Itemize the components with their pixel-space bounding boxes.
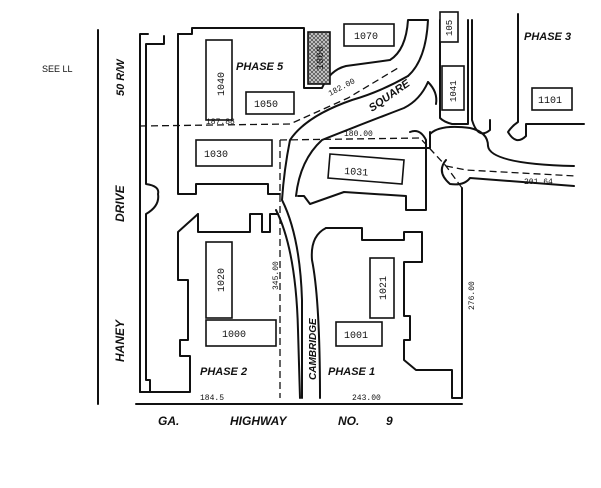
cambridge-street-west bbox=[275, 209, 301, 399]
building-1060[interactable]: 1060 bbox=[307, 31, 331, 85]
property-line-18788 bbox=[139, 67, 399, 127]
phase3-boundary-right bbox=[507, 13, 585, 142]
svg-text:1041: 1041 bbox=[449, 80, 459, 102]
square-street-curve-outer bbox=[281, 75, 409, 399]
svg-text:1070: 1070 bbox=[354, 32, 378, 43]
building-1070[interactable]: 1070 bbox=[343, 23, 395, 47]
cambridge-street-label: CAMBRIDGE bbox=[308, 318, 319, 380]
building-1021[interactable]: 1021 bbox=[369, 257, 395, 319]
svg-text:105: 105 bbox=[445, 20, 455, 36]
phase1-label: PHASE 1 bbox=[328, 366, 375, 378]
see-ll-label: SEE LL bbox=[42, 64, 73, 74]
square-street-curve-inner bbox=[295, 81, 429, 197]
svg-text:1000: 1000 bbox=[222, 330, 246, 341]
dimension-345-00: 345.00 bbox=[272, 261, 281, 290]
phase1-parcel-outline bbox=[325, 187, 463, 399]
building-1000[interactable]: 1000 bbox=[205, 319, 277, 347]
phase2-label: PHASE 2 bbox=[200, 366, 247, 378]
svg-text:1021: 1021 bbox=[379, 276, 390, 300]
svg-text:1050: 1050 bbox=[254, 100, 278, 111]
haney-label: HANEY bbox=[113, 319, 127, 362]
phase2-parcel-outline bbox=[139, 213, 199, 393]
svg-text:1040: 1040 bbox=[217, 72, 228, 96]
row-label: 50 R/W bbox=[115, 58, 127, 96]
west-parcel-boundary bbox=[139, 33, 165, 393]
drive-label: DRIVE bbox=[113, 184, 127, 222]
building-1050[interactable]: 1050 bbox=[245, 91, 295, 115]
highway-number-label: 9 bbox=[386, 414, 393, 428]
building-1001[interactable]: 1001 bbox=[335, 321, 383, 347]
highway-ga-label: GA. bbox=[158, 414, 179, 428]
building-1020[interactable]: 1020 bbox=[205, 241, 233, 319]
building-1041[interactable]: 1041 bbox=[441, 65, 465, 111]
svg-text:1101: 1101 bbox=[538, 96, 562, 107]
square-to-1031-edge bbox=[427, 81, 438, 105]
svg-text:1020: 1020 bbox=[217, 268, 228, 292]
building-105[interactable]: 105 bbox=[439, 11, 459, 43]
dimension-276-00: 276.00 bbox=[468, 281, 477, 310]
highway-name-label: HIGHWAY bbox=[230, 414, 287, 428]
svg-text:1060: 1060 bbox=[316, 46, 327, 70]
svg-text:1030: 1030 bbox=[204, 150, 228, 161]
building-1101[interactable]: 1101 bbox=[531, 87, 573, 111]
phase5-parcel-outline bbox=[177, 19, 429, 89]
dimension-243-00: 243.00 bbox=[352, 394, 381, 403]
building-1040[interactable]: 1040 bbox=[205, 39, 233, 121]
east-roadway-lower bbox=[440, 159, 575, 187]
svg-text:1031: 1031 bbox=[344, 167, 369, 180]
building-1031[interactable]: 1031 bbox=[327, 153, 405, 185]
property-line-18000 bbox=[279, 137, 463, 189]
building-1030[interactable]: 1030 bbox=[195, 139, 273, 167]
phase3-label: PHASE 3 bbox=[524, 31, 571, 43]
dimension-180-00: 180.00 bbox=[344, 130, 373, 139]
highway-no-label: NO. bbox=[338, 414, 359, 428]
phase3-boundary-mid bbox=[471, 19, 491, 135]
phase5-label: PHASE 5 bbox=[236, 61, 284, 73]
svg-text:1001: 1001 bbox=[344, 331, 368, 342]
property-line-20164 bbox=[445, 165, 577, 177]
phase3-boundary-left bbox=[439, 19, 469, 125]
block-1031-outline bbox=[297, 130, 427, 211]
dimension-201-64: 201.64 bbox=[524, 178, 553, 187]
dimension-184-5: 184.5 bbox=[200, 394, 224, 403]
dimension-182-00: 182.00 bbox=[327, 77, 357, 99]
phase5-lower-outline bbox=[177, 33, 281, 195]
cambridge-street-east bbox=[310, 227, 327, 399]
east-roadway-upper bbox=[429, 125, 575, 167]
dimension-187-88: 187.88 bbox=[206, 118, 235, 127]
phase2-top-notch bbox=[197, 213, 279, 233]
